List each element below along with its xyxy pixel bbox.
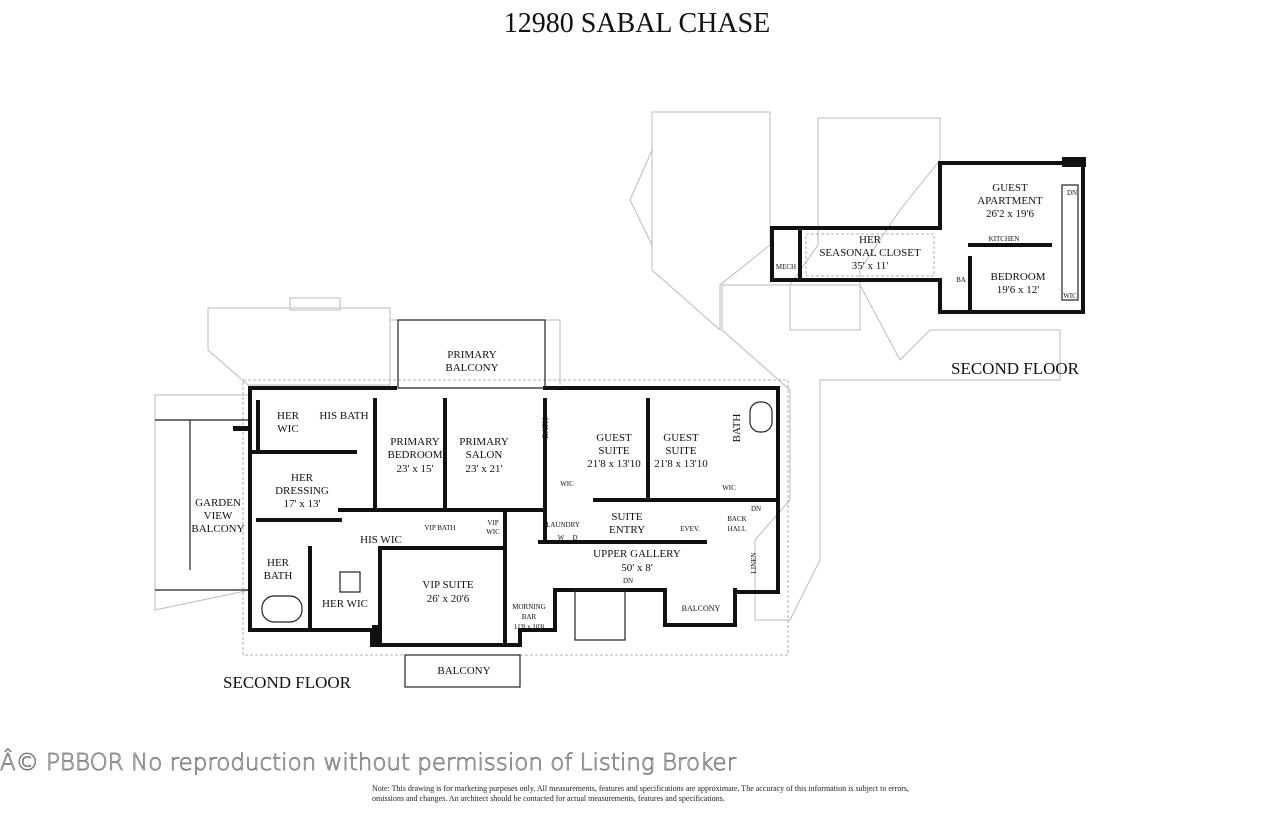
dn-label: DN: [623, 577, 633, 585]
dn-label: DN: [751, 505, 761, 513]
her-bath-label: BATH: [264, 570, 293, 582]
disclaimer: Note: This drawing is for marketing purp…: [372, 784, 910, 803]
upper-gallery-label: UPPER GALLERY: [593, 548, 681, 560]
laundry-label: LAUNDRY: [546, 521, 580, 529]
back-hall-label: BACK: [727, 515, 746, 523]
garden-view-balcony-label: GARDEN: [195, 497, 241, 509]
washer-label: W: [558, 534, 565, 542]
primary-salon-size: 23' x 21': [466, 463, 503, 475]
his-wic-label: HIS WIC: [360, 534, 402, 546]
bedroom-label: BEDROOM: [990, 271, 1045, 283]
primary-bedroom-size: 23' x 15': [397, 463, 434, 475]
guest-suite-1-size: 21'8 x 13'10: [587, 458, 641, 470]
primary-balcony-label: BALCONY: [445, 362, 498, 374]
mech-label: MECH: [776, 263, 796, 271]
morning-bar-label: MORNING: [512, 603, 545, 611]
her-dressing-label: DRESSING: [275, 485, 329, 497]
vip-wic-label: VIP: [487, 519, 498, 527]
his-bath-label: HIS BATH: [319, 410, 368, 422]
bath-2-label: BATH: [731, 414, 743, 443]
kitchen-label: KITCHEN: [989, 235, 1020, 243]
upper-gallery-size: 50' x 8': [621, 562, 652, 574]
back-hall-label: HALL: [728, 525, 747, 533]
dn-label: DN: [1067, 189, 1077, 197]
apartment-walls: [770, 157, 1086, 314]
guest-suite-2-label: GUEST: [663, 432, 699, 444]
primary-salon-label: PRIMARY: [459, 436, 509, 448]
primary-bedroom-label: BEDROOM: [387, 449, 442, 461]
garden-view-balcony-label: BALCONY: [191, 523, 244, 535]
ba-label: BA: [956, 276, 966, 284]
guest-suite-1-label: SUITE: [598, 445, 629, 457]
dryer-label: D: [572, 534, 577, 542]
her-seasonal-closet-label: SEASONAL CLOSET: [819, 247, 921, 259]
main-walls: [233, 386, 780, 647]
garden-view-balcony-label: VIEW: [204, 510, 233, 522]
vip-suite-label: VIP SUITE: [422, 579, 474, 591]
vip-wic-label: WIC: [486, 528, 500, 536]
suite-entry-label: SUITE: [611, 511, 642, 523]
plan-title: 12980 SABAL CHASE: [504, 8, 771, 39]
wic-2-label: WIC: [722, 484, 736, 492]
morning-bar-label: BAR: [522, 613, 537, 621]
guest-apartment-label: APARTMENT: [977, 195, 1043, 207]
her-seasonal-closet-label: HER: [859, 234, 882, 246]
wic-1-label: WIC: [560, 480, 574, 488]
her-wic-label: HER WIC: [322, 598, 368, 610]
her-seasonal-closet-size: 35' x 11': [852, 260, 889, 272]
watermark: Â© PBBOR No reproduction without permiss…: [0, 750, 737, 777]
her-dressing-size: 17' x 13': [284, 498, 321, 510]
guest-apartment-size: 26'2 x 19'6: [986, 208, 1034, 220]
balcony-label: BALCONY: [437, 665, 490, 677]
bedroom-size: 19'6 x 12': [997, 284, 1039, 296]
her-wic-label: HER: [277, 410, 300, 422]
primary-bedroom-label: PRIMARY: [390, 436, 440, 448]
room-labels: PRIMARY BALCONY HER WIC HIS BATH PRIMARY…: [191, 182, 1079, 692]
vip-suite-size: 26' x 20'6: [427, 593, 470, 605]
wic-label: WIC: [1063, 292, 1077, 300]
primary-salon-label: SALON: [466, 449, 503, 461]
bath-1-label: BATH: [541, 417, 550, 438]
balcony-label: BALCONY: [682, 604, 721, 613]
suite-entry-label: ENTRY: [609, 524, 645, 536]
floor-label: SECOND FLOOR: [951, 359, 1080, 378]
vip-bath-label: VIP BATH: [424, 524, 455, 532]
her-bath-label: HER: [267, 557, 290, 569]
her-wic-label: WIC: [277, 423, 298, 435]
floor-label: SECOND FLOOR: [223, 673, 352, 692]
linen-label: LINEN: [750, 553, 758, 574]
morning-bar-size: 11'8 x 10'8: [514, 623, 545, 631]
guest-suite-2-size: 21'8 x 13'10: [654, 458, 708, 470]
elevator-label: EVEV.: [680, 525, 700, 533]
interior-details: [155, 319, 773, 688]
guest-suite-2-label: SUITE: [665, 445, 696, 457]
her-dressing-label: HER: [291, 472, 314, 484]
guest-suite-1-label: GUEST: [596, 432, 632, 444]
primary-balcony-label: PRIMARY: [447, 349, 497, 361]
guest-apartment-label: GUEST: [992, 182, 1028, 194]
